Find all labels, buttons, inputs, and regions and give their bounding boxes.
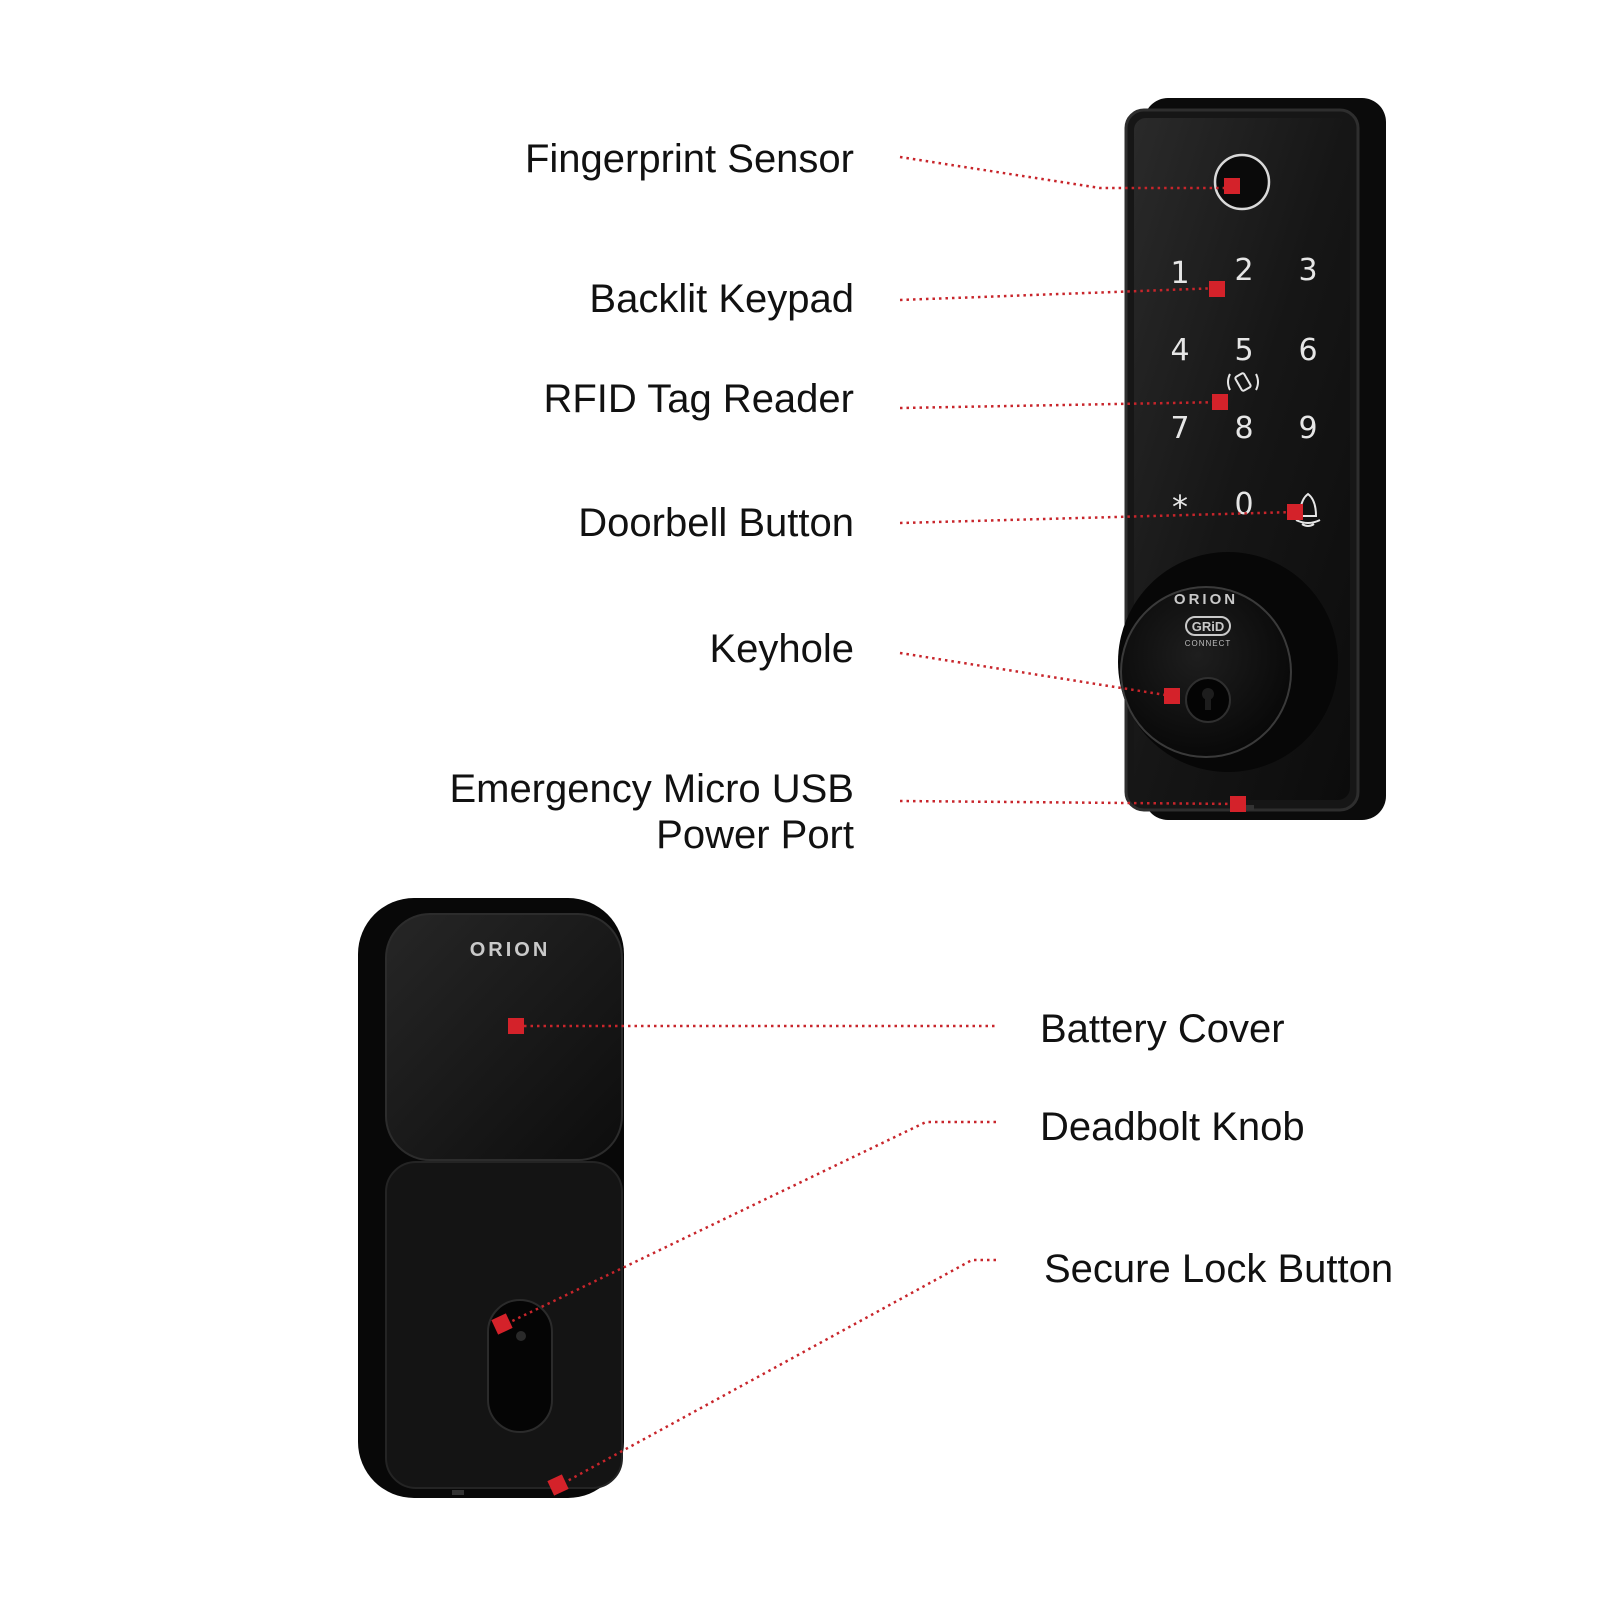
key-4[interactable]: 4 <box>1170 333 1189 368</box>
key-9[interactable]: 9 <box>1298 411 1317 446</box>
keyhole-cylinder: ORION GRiD CONNECT <box>1118 552 1338 772</box>
rfid-icon <box>1227 372 1259 392</box>
marker-rfid <box>1212 394 1228 410</box>
grid-logo-text: GRiD <box>1192 619 1225 634</box>
key-star[interactable]: * <box>1172 488 1188 526</box>
back-brand-logo: ORION <box>470 939 551 961</box>
marker-keypad <box>1209 281 1225 297</box>
grid-logo-badge <box>1185 616 1231 636</box>
marker-battery <box>508 1018 524 1034</box>
leader-fingerprint <box>899 155 1235 190</box>
key-7[interactable]: 7 <box>1170 411 1189 446</box>
marker-keyhole <box>1164 688 1180 704</box>
marker-fingerprint <box>1224 178 1240 194</box>
battery-cover-panel <box>385 913 623 1161</box>
leader-keyhole <box>899 651 1173 698</box>
leader-lines <box>505 155 1296 1487</box>
secure-lock-button[interactable] <box>452 1490 464 1495</box>
label-deadbolt-knob: Deadbolt Knob <box>1040 1105 1305 1149</box>
label-fingerprint-sensor: Fingerprint Sensor <box>524 137 854 181</box>
callout-markers <box>491 178 1303 1496</box>
front-unit: 1 2 3 4 5 6 7 8 9 * 0 <box>1118 98 1386 820</box>
key-1[interactable]: 1 <box>1170 256 1189 291</box>
leader-keypad <box>899 286 1221 302</box>
marker-doorbell <box>1287 504 1303 520</box>
leader-doorbell <box>899 510 1296 525</box>
marker-deadbolt <box>491 1313 513 1335</box>
deadbolt-knob[interactable] <box>487 1299 553 1433</box>
backlit-keypad: 1 2 3 4 5 6 7 8 9 * 0 <box>1170 253 1317 526</box>
label-secure-lock-button: Secure Lock Button <box>1044 1247 1394 1291</box>
fingerprint-sensor-icon <box>1213 153 1271 211</box>
label-doorbell-button: Doorbell Button <box>578 501 854 545</box>
marker-secure-lock <box>547 1474 569 1496</box>
keyhole-icon <box>1185 677 1231 723</box>
label-usb-port-line1: Emergency Micro USB <box>449 767 854 811</box>
key-3[interactable]: 3 <box>1298 253 1317 288</box>
label-battery-cover: Battery Cover <box>1040 1007 1285 1051</box>
back-unit: ORION <box>358 898 624 1498</box>
label-backlit-keypad: Backlit Keypad <box>589 277 854 321</box>
marker-usb <box>1230 796 1246 812</box>
key-2[interactable]: 2 <box>1234 253 1253 288</box>
front-brand-logo: ORION <box>1174 591 1238 608</box>
leader-usb <box>899 799 1239 806</box>
label-usb-port-line2: Power Port <box>656 813 854 857</box>
key-8[interactable]: 8 <box>1234 411 1253 446</box>
grid-logo-caption: CONNECT <box>1185 639 1232 648</box>
leader-rfid <box>899 400 1226 410</box>
key-5[interactable]: 5 <box>1234 333 1253 368</box>
key-6[interactable]: 6 <box>1298 333 1317 368</box>
label-keyhole: Keyhole <box>709 627 854 671</box>
key-0[interactable]: 0 <box>1234 487 1253 522</box>
label-rfid-tag-reader: RFID Tag Reader <box>543 377 854 421</box>
leader-secure-lock <box>559 1258 996 1487</box>
